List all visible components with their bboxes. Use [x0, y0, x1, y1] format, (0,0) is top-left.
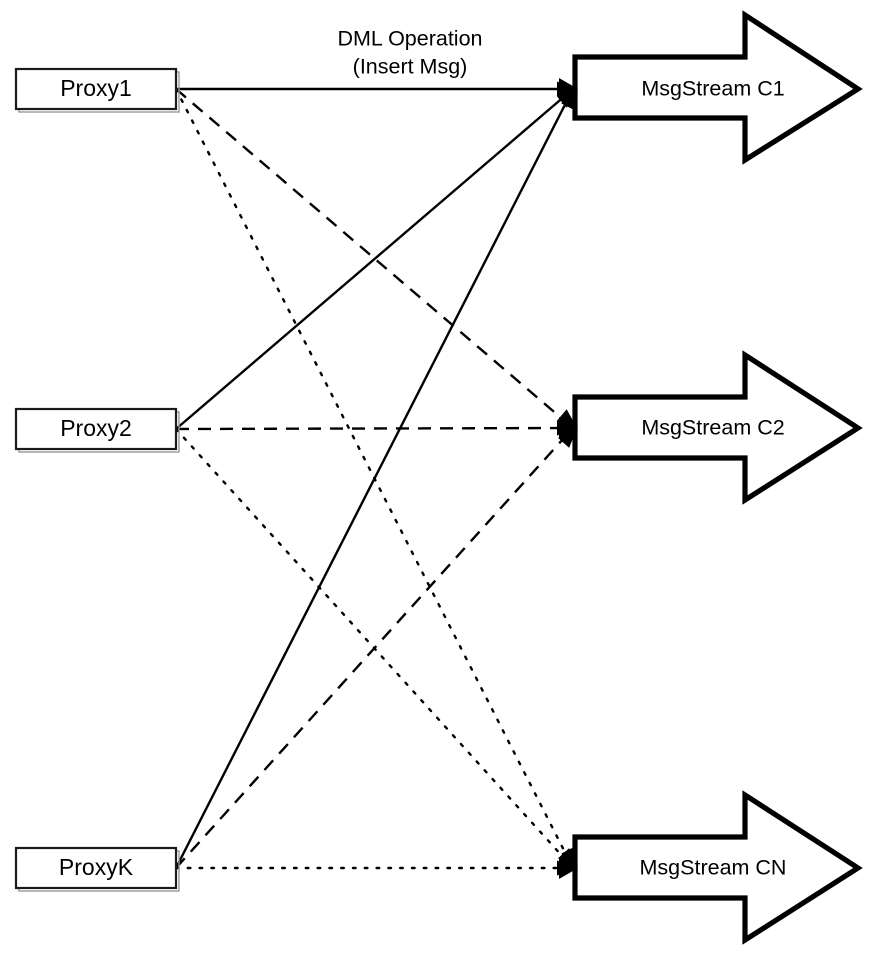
connection-pk-c2 — [175, 427, 574, 869]
arrow-head-icon — [556, 409, 577, 428]
stream-arrow-stream_c1[interactable]: MsgStream C1 — [572, 10, 863, 165]
connection-pk-c1 — [174, 88, 575, 869]
proxy-box-proxy1[interactable]: Proxy1 — [14, 67, 180, 113]
arrow-head-icon — [558, 428, 577, 448]
stream-arrow-shape — [572, 10, 863, 165]
proxy-label: Proxy1 — [60, 75, 132, 101]
streams-layer: MsgStream C1 MsgStream C2 MsgStream CN — [572, 10, 863, 945]
proxy-box-outline — [14, 846, 178, 890]
edge-label-line-1: DML Operation — [338, 27, 483, 51]
arrow-head-icon — [559, 78, 578, 100]
connection-p2-c2 — [175, 426, 574, 431]
proxy-label: Proxy2 — [60, 415, 132, 441]
connection-p2-c1 — [175, 88, 574, 430]
arrow-head-icon — [558, 848, 577, 868]
stream-label: MsgStream C2 — [641, 416, 784, 440]
arrow-head-icon — [559, 857, 578, 879]
proxy-box-proxy2[interactable]: Proxy2 — [14, 407, 180, 453]
stream-label: MsgStream CN — [640, 856, 787, 880]
edge-label-line-2: (Insert Msg) — [353, 55, 468, 79]
edge-label-group: DML Operation (Insert Msg) — [338, 27, 483, 79]
proxy-box-proxyk[interactable]: ProxyK — [14, 846, 180, 892]
arrow-head-icon — [559, 417, 578, 439]
stream-arrow-stream_cn[interactable]: MsgStream CN — [572, 790, 863, 945]
stream-arrow-shape — [572, 350, 863, 505]
proxy-box-outline — [14, 67, 178, 111]
connections-layer — [174, 87, 575, 870]
arrow-head-icon — [561, 89, 577, 111]
proxy-box-outline — [14, 407, 178, 451]
proxy-label: ProxyK — [59, 854, 134, 880]
stream-arrow-stream_c2[interactable]: MsgStream C2 — [572, 350, 863, 505]
stream-label: MsgStream C1 — [641, 77, 784, 101]
stream-arrow-shape — [572, 790, 863, 945]
arrowheads-layer — [556, 78, 578, 879]
